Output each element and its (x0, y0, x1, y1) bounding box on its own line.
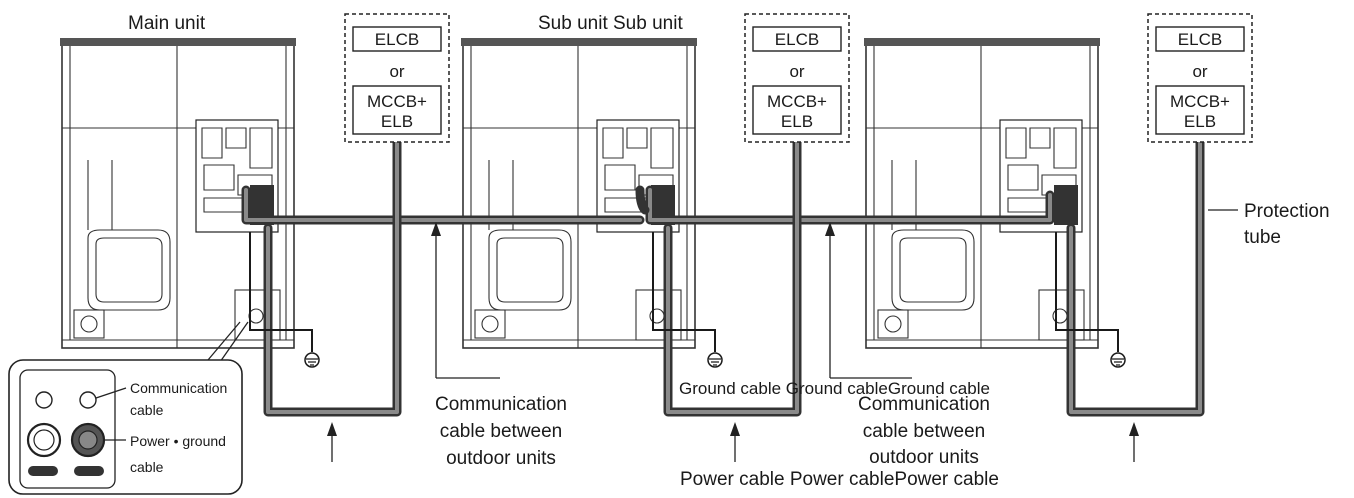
breaker-mccb-label: MCCB+ (1170, 92, 1230, 111)
ground-symbol-icon (707, 352, 723, 368)
comm-cable-right-line1: Communication (858, 394, 990, 415)
inset-comm-label-line1: Communication (130, 380, 227, 396)
comm-cable-left-line2: cable between (440, 421, 563, 442)
comm-cable-left-line3: outdoor units (446, 448, 556, 469)
power-port-icon (26, 422, 62, 458)
inset-power-label-line1: Power • ground (130, 433, 226, 449)
inset-power-label-line2: cable (130, 459, 164, 475)
protection-tube-label-line1: Protection (1244, 201, 1330, 222)
breaker-elb-label: ELB (781, 112, 813, 131)
breaker-mccb-label: MCCB+ (767, 92, 827, 111)
comm-cable-right-line3: outdoor units (869, 447, 979, 468)
communication-port-icon (35, 391, 53, 409)
breaker-elcb-label: ELCB (375, 30, 419, 49)
breaker-or-label: or (389, 62, 404, 81)
comm-cable-right-line2: cable between (863, 421, 986, 442)
ground-cable-labels: Ground cable Ground cableGround cable (679, 379, 990, 398)
inset-detail: Communication cable Power • ground cable (8, 321, 249, 495)
outdoor-unit-main (60, 38, 296, 349)
breaker-mccb-label: MCCB+ (367, 92, 427, 111)
power-cable-labels: Power cable Power cablePower cable (680, 469, 999, 490)
power-cable-routing (263, 137, 1205, 417)
comm-cable-arrow-left (431, 222, 500, 379)
inset-comm-label-line2: cable (130, 402, 164, 418)
breaker-box-3: ELCB or MCCB+ ELB (1147, 13, 1253, 143)
ground-wires (249, 232, 1126, 368)
breaker-elcb-label: ELCB (1178, 30, 1222, 49)
breaker-or-label: or (789, 62, 804, 81)
outdoor-unit-sub-1 (461, 38, 697, 349)
communication-port-icon (79, 391, 97, 409)
sub-unit-label: Sub unit Sub unit (538, 13, 683, 34)
breaker-box-1: ELCB or MCCB+ ELB (344, 13, 450, 143)
breaker-or-label: or (1192, 62, 1207, 81)
communication-cable-between-units (241, 185, 1055, 225)
breaker-box-2: ELCB or MCCB+ ELB (744, 13, 850, 143)
ground-symbol-icon (1110, 352, 1126, 368)
comm-cable-arrow-right (825, 222, 912, 379)
comm-cable-left-line1: Communication (435, 394, 567, 415)
outdoor-unit-sub-2 (864, 38, 1100, 349)
breaker-elb-label: ELB (381, 112, 413, 131)
power-cable-arrows (327, 422, 1139, 462)
breaker-elb-label: ELB (1184, 112, 1216, 131)
main-unit-label: Main unit (128, 13, 206, 34)
ground-symbol-icon (304, 352, 320, 368)
breaker-elcb-label: ELCB (775, 30, 819, 49)
protection-tube-label-line2: tube (1244, 227, 1281, 248)
